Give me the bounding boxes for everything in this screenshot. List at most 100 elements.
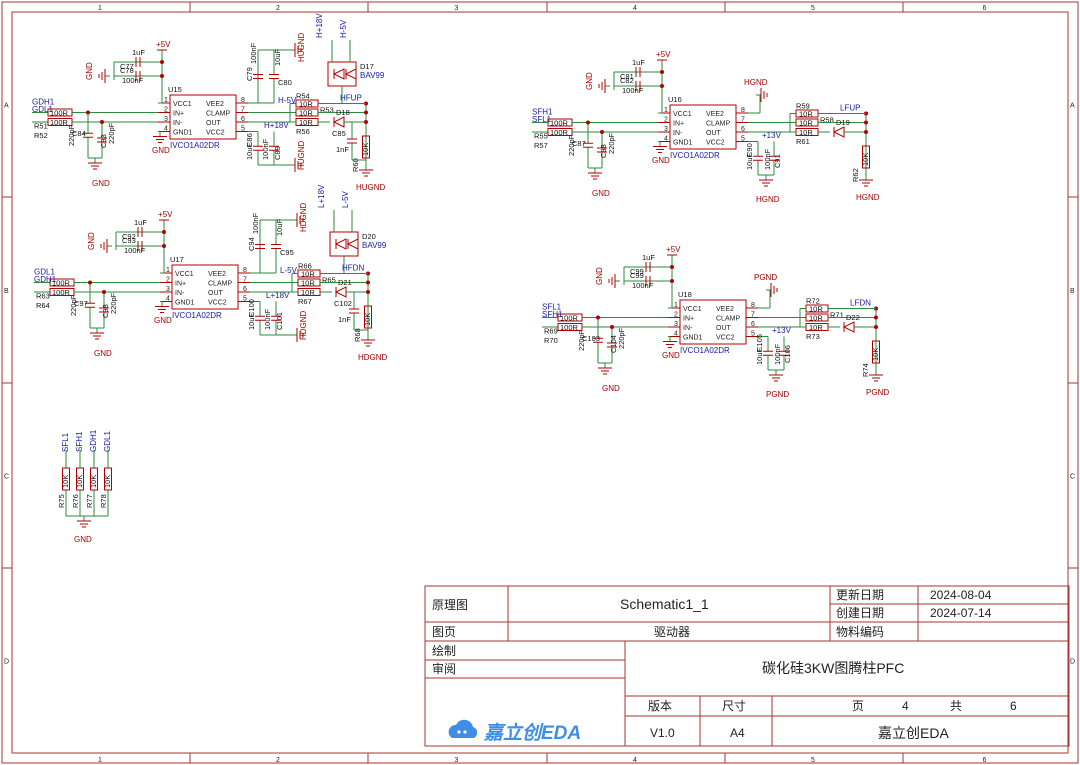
column-marker-bottom: 5 [811, 757, 815, 764]
cap-value: 220pF [67, 124, 76, 146]
output-net-label: LFUP [840, 104, 860, 113]
tb-created-date: 2024-07-14 [930, 606, 992, 620]
cap-value: 100nF [263, 308, 272, 330]
row-marker-right: B [1070, 288, 1075, 295]
junction-dot [364, 120, 368, 124]
junction-dot [874, 315, 878, 320]
tb-schematic-name: Schematic1_1 [620, 596, 709, 612]
net-label: H-5V [339, 19, 348, 38]
ic-ref: U17 [170, 255, 184, 264]
junction-dot [670, 265, 674, 269]
cap-value: 10uF [275, 218, 284, 236]
ic-body [169, 94, 237, 140]
ground-label: GND [602, 384, 620, 393]
pin-name: OUT [716, 325, 732, 332]
cap-ref: C100 [247, 299, 256, 317]
net-label: L-5V [280, 266, 298, 275]
cap-value: 220pF [577, 329, 586, 351]
ground-label: GND [662, 351, 680, 360]
ground-label: GND [92, 179, 110, 188]
pin-name: IN+ [173, 111, 184, 118]
ground-label: GND [154, 316, 172, 325]
pin-number: 1 [166, 267, 170, 274]
ic-body [679, 299, 747, 345]
resistor-ref: R53 [320, 106, 334, 115]
column-marker-bottom: 4 [633, 757, 637, 764]
pin-number: 1 [664, 107, 668, 114]
ic-part: IVCO1A02DR [172, 311, 222, 320]
ground-label: PGND [766, 390, 789, 399]
pin-number: 6 [243, 286, 247, 293]
resistor-ref: R55 [534, 132, 548, 141]
cap-value: 220pF [69, 294, 78, 316]
junction-dot [100, 120, 104, 124]
resistor-value: 10R [799, 128, 813, 137]
net-label: L+18V [317, 184, 326, 208]
pin-name: CLAMP [206, 111, 230, 118]
cap-ref: C104 [609, 335, 618, 353]
net-label: H+18V [315, 13, 324, 38]
junction-dot [160, 74, 164, 78]
net-label: GDL1 [32, 105, 53, 114]
cap-ref: C101 [275, 312, 284, 330]
junction-dot [366, 280, 370, 285]
cap-ref: C103 [582, 334, 600, 343]
pin-name: GND1 [683, 335, 703, 342]
pin-number: 1 [164, 97, 168, 104]
resistor-value: 10K [89, 475, 98, 488]
ground-label: GND [85, 62, 94, 80]
pin-number: 8 [241, 97, 245, 104]
pin-number: 2 [664, 117, 668, 124]
junction-dot [596, 315, 600, 320]
pin-name: VCC1 [673, 111, 692, 118]
dual-diode-ref: D20 [362, 232, 376, 241]
column-marker-top: 6 [983, 5, 987, 12]
input-pulldown-group: SFL1R7510KSFH1R7610KGDH1R7710KGDL1R7810K… [57, 429, 112, 544]
pin-name: IN+ [673, 121, 684, 128]
diode-ref: D22 [846, 313, 860, 322]
pin-name: VCC1 [173, 101, 192, 108]
net-label: GDH1 [34, 275, 57, 284]
resistor-value: 10K [75, 475, 84, 488]
ground-label: HDGND [358, 353, 388, 362]
resistor-ref: R66 [298, 262, 312, 271]
pin-name: GND1 [175, 300, 195, 307]
diode-ref: D18 [336, 108, 350, 117]
net-label: GDH1 [32, 98, 55, 107]
cap-value: 100nF [261, 138, 270, 160]
cap-ref: C79 [245, 67, 254, 81]
net-label: SFH1 [532, 108, 553, 117]
column-marker-top: 4 [633, 5, 637, 12]
row-marker-left: B [4, 288, 9, 295]
net-label: H+18V [264, 121, 289, 130]
resistor-ref: R75 [57, 494, 66, 508]
cap-ref: C83 [99, 134, 108, 148]
pin-number: 1 [674, 302, 678, 309]
tb-review-label: 审阅 [432, 661, 456, 676]
ground-label: GND [652, 156, 670, 165]
pin-number: 8 [741, 107, 745, 114]
pin-number: 3 [664, 126, 668, 133]
resistor-value: 10R [301, 288, 315, 297]
tb-version-value: V1.0 [650, 726, 675, 740]
cap-ref: C82 [620, 76, 634, 85]
junction-dot [586, 120, 590, 125]
column-marker-top: 1 [98, 5, 102, 12]
jlc-eda-logo-text: 嘉立创EDA [483, 722, 581, 744]
cap-ref: C106 [783, 345, 792, 363]
resistor-value: 10R [809, 314, 823, 323]
ground-label: GND [152, 146, 170, 155]
pin-name: CLAMP [716, 316, 740, 323]
pin-name: VEE2 [206, 101, 224, 108]
pin-name: VCC2 [706, 140, 725, 147]
pin-number: 6 [241, 116, 245, 123]
diode-symbol [332, 68, 345, 80]
ground-label: GND [74, 535, 92, 544]
resistor-ref: R70 [544, 336, 558, 345]
resistor-ref: R60 [351, 158, 360, 172]
resistor-body [362, 135, 370, 159]
net-label: H-5V [278, 96, 297, 105]
tb-schematic-label: 原理图 [432, 598, 468, 612]
resistor-value: 10R [799, 119, 813, 128]
